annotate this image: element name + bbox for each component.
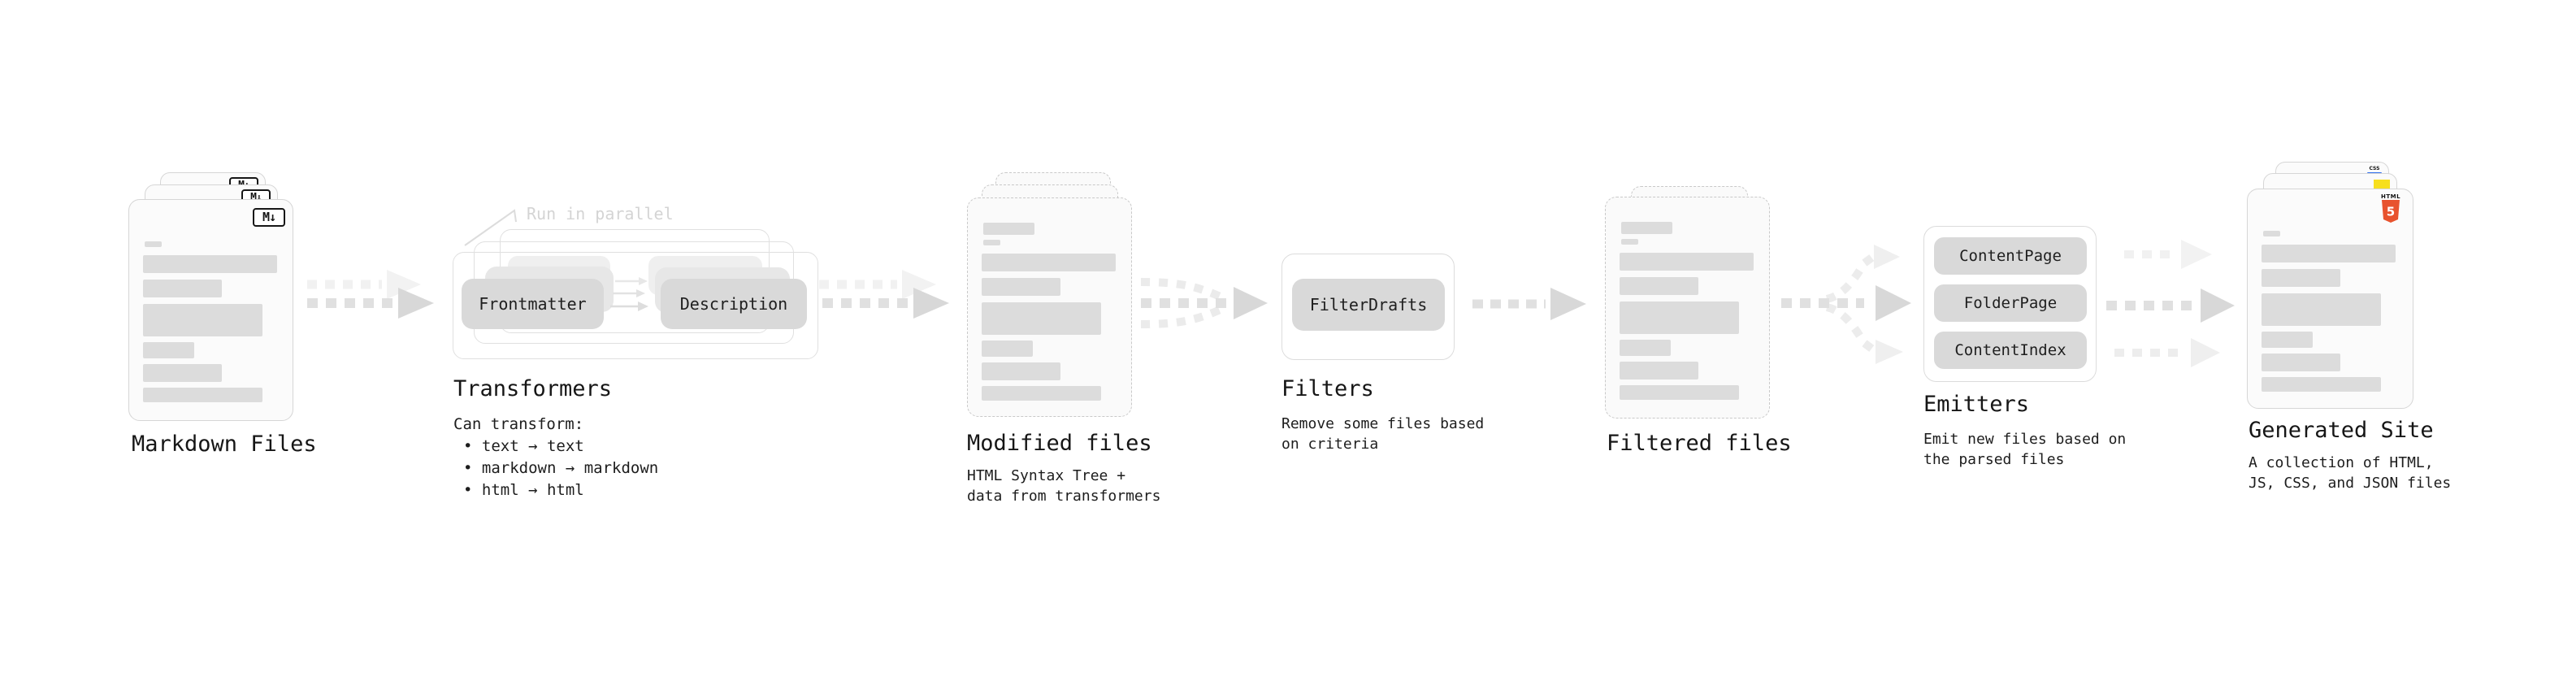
- subtitle-line: HTML Syntax Tree +: [967, 467, 1126, 484]
- skeleton-bar: [143, 364, 222, 382]
- bullet-item: • text → text: [463, 437, 584, 455]
- skeleton-bar: [2263, 231, 2280, 236]
- stage-title-generated-site: Generated Site: [2249, 418, 2434, 443]
- arrow-modified-to-filters: [1140, 278, 1268, 328]
- skeleton-bar: [983, 223, 1034, 235]
- html5-icon-label: HTML: [2381, 193, 2401, 200]
- stage-subtitle-modified-files: HTML Syntax Tree + data from transformer…: [967, 466, 1160, 506]
- generated-file-card-html: HTML 5: [2247, 189, 2413, 409]
- arrow-filtered-to-emitters: [1781, 245, 1911, 364]
- css-icon-label: CSS: [2369, 166, 2380, 171]
- skeleton-bar: [143, 255, 277, 273]
- markdown-icon: M↓: [253, 208, 285, 227]
- skeleton-bar: [2262, 245, 2396, 262]
- markdown-icon-letter: M: [262, 210, 270, 224]
- stage-subtitle-generated-site: A collection of HTML, JS, CSS, and JSON …: [2249, 453, 2451, 493]
- html5-icon: HTML 5: [2381, 194, 2400, 227]
- subtitle-line: A collection of HTML,: [2249, 454, 2434, 471]
- emitter-node-folderpage: FolderPage: [1934, 284, 2087, 322]
- subtitle-line: Emit new files based on: [1923, 431, 2127, 448]
- skeleton-bar: [1621, 239, 1638, 245]
- skeleton-bar: [1621, 222, 1672, 234]
- stage-subtitle-filters: Remove some files based on criteria: [1281, 414, 1484, 454]
- html5-shield: 5: [2382, 200, 2400, 223]
- skeleton-bar: [2262, 354, 2340, 371]
- skeleton-bar: [982, 362, 1060, 380]
- stage-title-filters: Filters: [1281, 376, 1374, 401]
- transformer-layer-box-front: [453, 252, 818, 359]
- filtered-file-card: [1605, 197, 1770, 419]
- skeleton-bar: [982, 278, 1060, 296]
- skeleton-bar: [143, 304, 262, 336]
- run-in-parallel-annotation: Run in parallel: [527, 204, 674, 223]
- skeleton-bar: [143, 280, 222, 297]
- subtitle-line: the parsed files: [1923, 451, 2065, 468]
- skeleton-bar: [143, 342, 194, 358]
- transformers-description-heading: Can transform:: [453, 415, 584, 433]
- transformer-node-description: Description: [661, 279, 807, 329]
- subtitle-line: Remove some files based: [1281, 415, 1485, 432]
- skeleton-bar: [1620, 362, 1698, 380]
- stage-title-transformers: Transformers: [453, 376, 613, 401]
- emitter-node-contentindex: ContentIndex: [1934, 332, 2087, 369]
- stage-subtitle-emitters: Emit new files based on the parsed files: [1923, 429, 2126, 470]
- stage-title-modified-files: Modified files: [967, 431, 1152, 456]
- transformers-bullet-list: • text → text • markdown → markdown • ht…: [463, 436, 658, 501]
- html5-icon-numeral: 5: [2387, 205, 2395, 219]
- arrows-emitters-to-generated: [2106, 240, 2235, 367]
- subtitle-line: JS, CSS, and JSON files: [2249, 475, 2452, 492]
- skeleton-bar: [1620, 385, 1739, 400]
- arrow-filters-to-filtered: [1472, 288, 1586, 320]
- skeleton-bar: [1620, 277, 1698, 295]
- markdown-icon-arrow: ↓: [256, 191, 262, 204]
- stage-title-markdown-files: Markdown Files: [132, 432, 317, 457]
- filter-node-filterdrafts: FilterDrafts: [1292, 279, 1445, 331]
- markdown-icon-letter: M: [250, 191, 257, 204]
- skeleton-bar: [982, 386, 1101, 401]
- bullet-item: • markdown → markdown: [463, 459, 659, 477]
- skeleton-bar: [983, 240, 1000, 245]
- skeleton-bar: [982, 254, 1116, 271]
- skeleton-bar: [982, 340, 1033, 357]
- transformer-node-frontmatter: Frontmatter: [462, 279, 604, 329]
- subtitle-line: on criteria: [1281, 436, 1379, 453]
- skeleton-bar: [1620, 340, 1671, 356]
- skeleton-bar: [1620, 301, 1739, 334]
- stage-title-filtered-files: Filtered files: [1607, 431, 1792, 456]
- skeleton-bar: [2262, 293, 2381, 326]
- skeleton-bar: [2262, 269, 2340, 287]
- subtitle-line: data from transformers: [967, 488, 1161, 505]
- modified-file-card: [967, 197, 1132, 417]
- bullet-item: • html → html: [463, 481, 584, 499]
- js-icon: [2374, 180, 2390, 191]
- skeleton-bar: [2262, 332, 2313, 348]
- emitter-node-contentpage: ContentPage: [1934, 237, 2087, 275]
- skeleton-bar: [982, 302, 1101, 335]
- skeleton-bar: [145, 241, 162, 247]
- skeleton-bar: [143, 388, 262, 402]
- arrow-transformers-to-modified: [819, 270, 949, 319]
- stage-title-emitters: Emitters: [1923, 392, 2030, 417]
- skeleton-bar: [1620, 253, 1754, 271]
- arrow-markdown-to-transformers: [307, 270, 434, 319]
- markdown-icon-arrow: ↓: [269, 210, 276, 224]
- skeleton-bar: [2262, 377, 2381, 392]
- markdown-file-card: M↓: [128, 199, 293, 421]
